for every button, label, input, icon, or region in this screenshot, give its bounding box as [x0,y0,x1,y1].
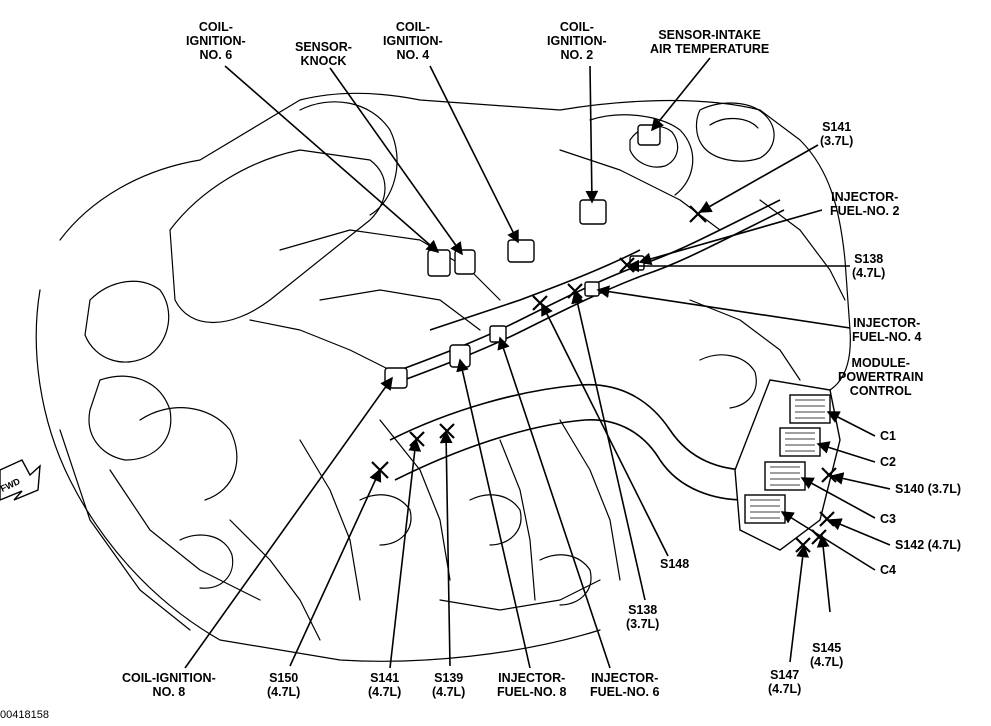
leader-s145 [816,534,831,613]
leader-c3 [800,477,876,519]
leader-s148 [541,302,669,557]
iat-sensor-connector [637,124,661,146]
label-injector-fuel-8: INJECTOR-FUEL-NO. 8 [497,671,567,699]
label-s145: S145(4.7L) [810,641,844,669]
leader-s142 [828,518,891,546]
label-s142: S142 (4.7L) [895,538,962,552]
valve-cover-left [169,149,386,324]
leader-s150 [289,468,382,667]
coil-6-connector [427,249,451,277]
powertrain-control-module [734,379,841,551]
leader-s141-47 [389,438,422,669]
label-coil-ignition-2: COIL-IGNITION-NO. 2 [547,20,607,62]
coil-4-connector [507,239,535,263]
leader-coil-6 [224,65,440,254]
engine-block-outline [35,289,601,662]
leader-inj4 [596,285,851,329]
label-c4: C4 [880,563,896,577]
leader-knock [329,67,463,256]
throttle-body [299,101,398,216]
label-injector-fuel-6: INJECTOR-FUEL-NO. 6 [590,671,660,699]
coil-2-connector [579,199,607,225]
leader-coil-2 [585,65,599,204]
leader-inj8 [456,358,531,669]
label-s147: S147(4.7L) [768,668,802,696]
label-s148: S148 [660,557,690,571]
label-coil-ignition-6: COIL-IGNITION-NO. 6 [186,20,246,62]
label-coil-ignition-4: COIL-IGNITION-NO. 4 [383,20,443,62]
leader-s138-37 [571,290,646,601]
injector-2-connector [629,255,645,271]
injector-6-connector [489,325,507,343]
leader-coil-4 [429,65,519,244]
label-s141-47l: S141(4.7L) [368,671,402,699]
label-s138-37l: S138(3.7L) [626,603,660,631]
leader-c1 [826,411,876,437]
label-s139: S139(4.7L) [432,671,466,699]
leader-inj6 [497,336,611,669]
label-c2: C2 [880,455,896,469]
leader-inj2 [638,209,823,266]
label-c1: C1 [880,429,896,443]
label-s140: S140 (3.7L) [895,482,962,496]
leader-s139 [439,430,453,667]
figure-id: 00418158 [0,709,49,721]
forward-arrow-icon [0,459,41,501]
label-coil-ignition-8: COIL-IGNITION-NO. 8 [122,671,216,699]
main-harness [389,383,751,501]
label-s150: S150(4.7L) [267,671,301,699]
knock-sensor-connector [454,249,476,275]
label-injector-fuel-2: INJECTOR-FUEL-NO. 2 [830,190,900,218]
oil-filler-cap [695,102,775,162]
label-s141-37l: S141(3.7L) [820,120,854,148]
coil-8-connector [384,367,408,389]
label-c3: C3 [880,512,896,526]
injector-4-connector [584,281,600,297]
intake-manifold-outline [59,92,851,391]
leader-coil-8 [184,376,393,669]
injector-8-connector [449,344,471,368]
label-s138-47l: S138(4.7L) [852,252,886,280]
label-sensor-knock: SENSOR-KNOCK [295,40,352,68]
leader-s140 [830,472,891,490]
label-injector-fuel-4: INJECTOR-FUEL-NO. 4 [852,316,922,344]
leader-s141-37 [698,144,819,213]
leader-c2 [816,441,876,463]
leader-s147 [789,544,810,663]
leader-iat [650,57,711,132]
